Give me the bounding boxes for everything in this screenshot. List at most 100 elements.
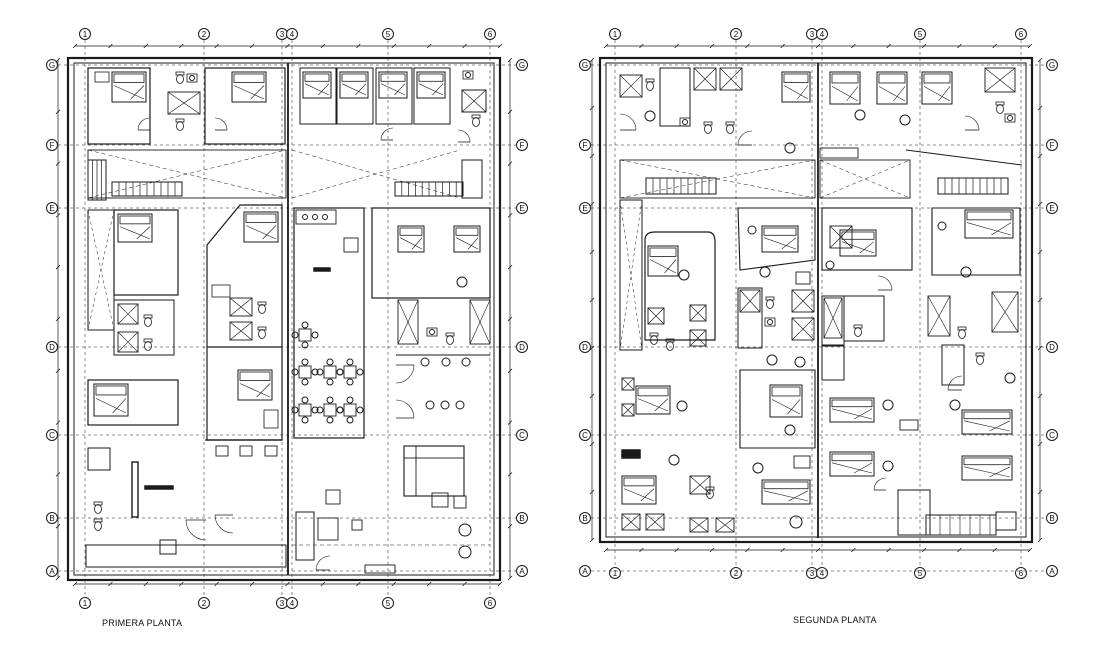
bed-sheet-fold [763, 237, 797, 250]
door-arc [457, 129, 471, 143]
dimension-tick [214, 43, 219, 49]
dimension-tick [497, 43, 503, 49]
grid-bubble-label: D [1049, 343, 1055, 352]
grid-bubble-row: A [1046, 565, 1058, 577]
dimension-tick [426, 43, 432, 49]
toilet-bowl [650, 335, 658, 345]
bed-sheet-fold [923, 86, 951, 102]
toilet-tank [257, 301, 267, 306]
bed-symbol [769, 384, 803, 418]
bed-pillow [304, 73, 330, 82]
shower-tray [991, 291, 1019, 333]
dimension-tick [745, 547, 750, 553]
grid-bubble-label: 5 [918, 569, 923, 578]
dimension-tick [55, 420, 61, 425]
chair [311, 368, 319, 376]
sofa-l-shape [403, 445, 465, 497]
grid-bubble-label: B [519, 514, 524, 523]
room-bedroom [87, 379, 179, 426]
shower-tray [621, 513, 641, 531]
shower-symbol [739, 289, 761, 313]
storage [821, 344, 845, 381]
grid-bubble-label: B [582, 514, 587, 523]
grid-bubble-col: 3 [276, 597, 288, 609]
bed-sheet-fold [245, 225, 277, 240]
grid-bubble-label: E [519, 204, 524, 213]
room-bedroom [739, 369, 816, 449]
shower-tray [715, 517, 735, 533]
shower-symbol [791, 289, 815, 313]
shower-symbol [117, 331, 139, 353]
sink-symbol [764, 317, 776, 327]
bed-symbol [829, 451, 875, 477]
bed-sheet-fold [841, 241, 875, 254]
planter [1004, 372, 1016, 384]
chair [356, 406, 364, 414]
grid-bubble-circle [382, 28, 394, 40]
grid-bubble-col: 1 [609, 567, 621, 579]
dimension-tick [589, 441, 595, 447]
toilet-tank [975, 352, 985, 357]
bed-frame [781, 71, 811, 103]
grid-bubble-col: 4 [816, 567, 828, 579]
bed-frame [237, 369, 273, 401]
bed-pillow [763, 481, 809, 490]
wall-column [131, 461, 139, 518]
desk [795, 271, 811, 285]
dimension-tick [55, 213, 61, 218]
bed-pillow [831, 453, 873, 462]
bed-frame [117, 213, 153, 243]
bed-sheet-fold [783, 85, 809, 100]
planter [678, 269, 690, 281]
chair [291, 406, 299, 414]
door-arc [873, 477, 887, 491]
toilet-symbol [143, 338, 153, 351]
shower-tray [229, 321, 253, 341]
dimension-tick [1027, 43, 1033, 49]
bed-sheet-fold [418, 83, 444, 96]
shower-symbol [991, 291, 1019, 333]
counter-bar [313, 267, 331, 272]
grid-bubble-label: 3 [810, 569, 815, 578]
bed-sheet-fold [130, 85, 145, 100]
grid-bubble-row: E [46, 202, 58, 214]
bed-symbol [237, 369, 273, 401]
grid-bubble-label: 6 [1019, 30, 1024, 39]
bed-sheet-fold [399, 237, 423, 250]
shower-tray [791, 317, 815, 341]
shower-diagonal [739, 289, 761, 313]
grid-bubble-row: F [1046, 139, 1058, 151]
toilet-bowl [704, 124, 712, 134]
kitchen-sink [343, 237, 359, 253]
grid-bubble-circle [1046, 59, 1058, 71]
toilet-symbol [725, 121, 735, 134]
grid-bubble-circle [609, 567, 621, 579]
dimension-tick [1037, 153, 1043, 159]
room-bedroom [204, 67, 286, 145]
shower-tray [689, 475, 711, 495]
dimension-tick [589, 201, 595, 207]
chair [346, 378, 354, 386]
grid-bubble-label: 2 [202, 30, 207, 39]
bed-sheet-fold [893, 86, 906, 102]
shower-symbol [823, 297, 843, 339]
toilet-tank [853, 324, 863, 329]
chair [346, 396, 354, 404]
bed-frame [921, 71, 953, 105]
bed-sheet-fold [394, 83, 406, 96]
door-swing [214, 514, 234, 534]
chair [326, 396, 334, 404]
dimension-tick [356, 581, 361, 587]
grid-bubble-label: F [583, 141, 588, 150]
dimension-tick [55, 264, 61, 270]
shower-symbol [689, 475, 711, 495]
bed-sheet-fold [664, 259, 677, 274]
grid-bubble-circle [579, 59, 591, 71]
planter [899, 114, 911, 126]
grid-bubble-circle [579, 202, 591, 214]
grid-bubble-circle [46, 202, 58, 214]
shower-symbol [791, 317, 815, 341]
chair [301, 396, 309, 404]
shower-tray [693, 67, 717, 91]
